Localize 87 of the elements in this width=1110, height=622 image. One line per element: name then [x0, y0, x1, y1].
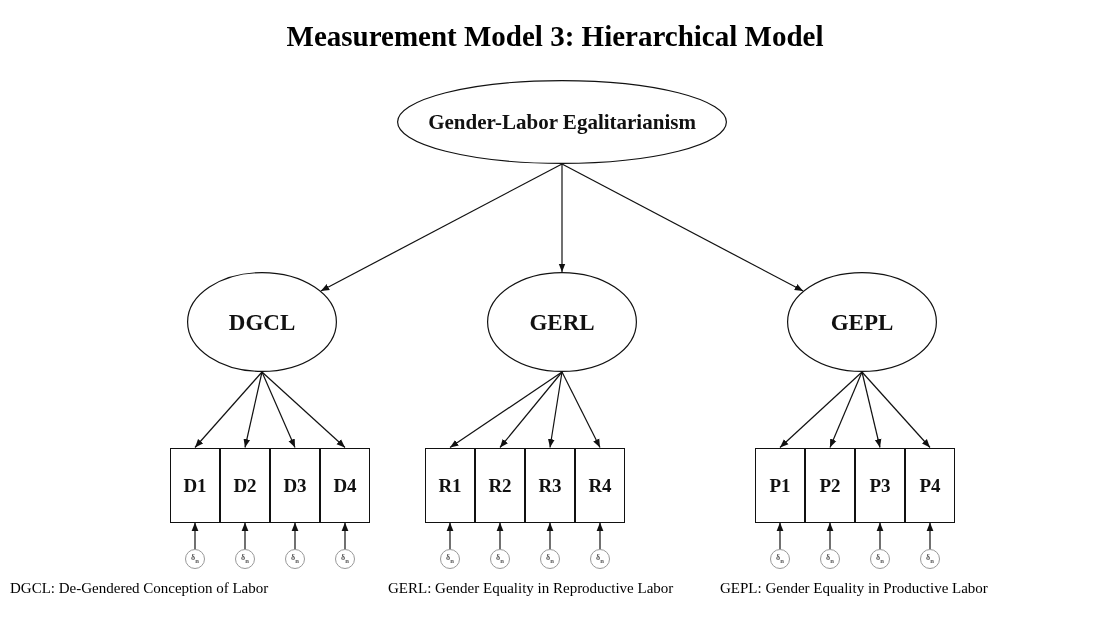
error-term-label: δ$_{n}$ [926, 553, 934, 565]
arrow [499, 371, 563, 449]
node-label: D4 [333, 475, 357, 495]
error-circle [335, 549, 355, 569]
arrow [241, 521, 249, 550]
arrow [561, 371, 601, 449]
error-circle [540, 549, 560, 569]
node-label: P4 [919, 475, 941, 495]
indicator-box [270, 447, 320, 523]
arrow [496, 521, 504, 550]
node-label: R2 [488, 475, 512, 495]
error-term-label: δ$_{n}$ [191, 553, 199, 565]
indicator-box [170, 447, 220, 523]
node-label: Gender-Labor Egalitarianism [428, 111, 696, 133]
indicator-box [755, 447, 805, 523]
indicator-box [475, 447, 525, 523]
node-label: D2 [233, 475, 257, 495]
error-circle [185, 549, 205, 569]
arrow [194, 371, 263, 449]
node-label: P3 [869, 475, 891, 495]
node-label: D3 [283, 475, 307, 495]
node-label: R1 [438, 475, 462, 495]
error-circle [590, 549, 610, 569]
error-term-label: δ$_{n}$ [596, 553, 604, 565]
error-term-label: δ$_{n}$ [496, 553, 504, 565]
node-label: DGCL [228, 310, 296, 334]
arrow [548, 371, 563, 449]
error-term-label: δ$_{n}$ [341, 553, 349, 565]
abbreviation-note: GEPL: Gender Equality in Productive Labor [720, 580, 988, 597]
error-term-label: δ$_{n}$ [776, 553, 784, 565]
error-term-label: δ$_{n}$ [291, 553, 299, 565]
arrow [779, 371, 863, 449]
error-circle [235, 549, 255, 569]
latent-ellipse [187, 272, 337, 372]
diagram-title: Measurement Model 3: Hierarchical Model [285, 20, 825, 53]
arrow [546, 521, 554, 550]
arrow [826, 521, 834, 550]
arrow [561, 163, 804, 292]
error-term-label: δ$_{n}$ [826, 553, 834, 565]
arrow [829, 371, 863, 449]
node-label: P1 [769, 475, 791, 495]
indicator-box [320, 447, 370, 523]
error-term-label: δ$_{n}$ [241, 553, 249, 565]
error-circle [870, 549, 890, 569]
error-circle [490, 549, 510, 569]
abbreviation-note: GERL: Gender Equality in Reproductive Labor [388, 580, 674, 597]
arrow [341, 521, 349, 550]
error-circle [770, 549, 790, 569]
latent-ellipse [397, 80, 727, 164]
arrow [261, 371, 296, 449]
node-label: GEPL [830, 310, 894, 334]
arrow [191, 521, 199, 550]
node-label: GERL [529, 310, 595, 334]
indicator-box [805, 447, 855, 523]
indicator-box [220, 447, 270, 523]
arrow [926, 521, 934, 550]
arrow [243, 371, 263, 449]
indicator-box [905, 447, 955, 523]
error-term-label: δ$_{n}$ [446, 553, 454, 565]
arrow [291, 521, 299, 550]
arrow [776, 521, 784, 550]
abbreviation-note: DGCL: De-Gendered Conception of Labor [10, 580, 269, 597]
node-label: R4 [588, 475, 612, 495]
latent-ellipse [787, 272, 937, 372]
arrow [596, 521, 604, 550]
error-circle [285, 549, 305, 569]
arrow [261, 371, 346, 449]
indicator-box [425, 447, 475, 523]
node-label: D1 [183, 475, 207, 495]
arrow [320, 163, 563, 292]
arrow [861, 371, 882, 449]
error-circle [920, 549, 940, 569]
node-label: R3 [538, 475, 562, 495]
arrow [861, 371, 931, 449]
arrow [446, 521, 454, 550]
arrow [558, 163, 566, 273]
latent-ellipse [487, 272, 637, 372]
node-label: P2 [819, 475, 841, 495]
error-circle [820, 549, 840, 569]
arrow [876, 521, 884, 550]
indicator-box [525, 447, 575, 523]
arrow [449, 371, 563, 449]
error-term-label: δ$_{n}$ [876, 553, 884, 565]
indicator-box [575, 447, 625, 523]
indicator-box [855, 447, 905, 523]
error-term-label: δ$_{n}$ [546, 553, 554, 565]
error-circle [440, 549, 460, 569]
